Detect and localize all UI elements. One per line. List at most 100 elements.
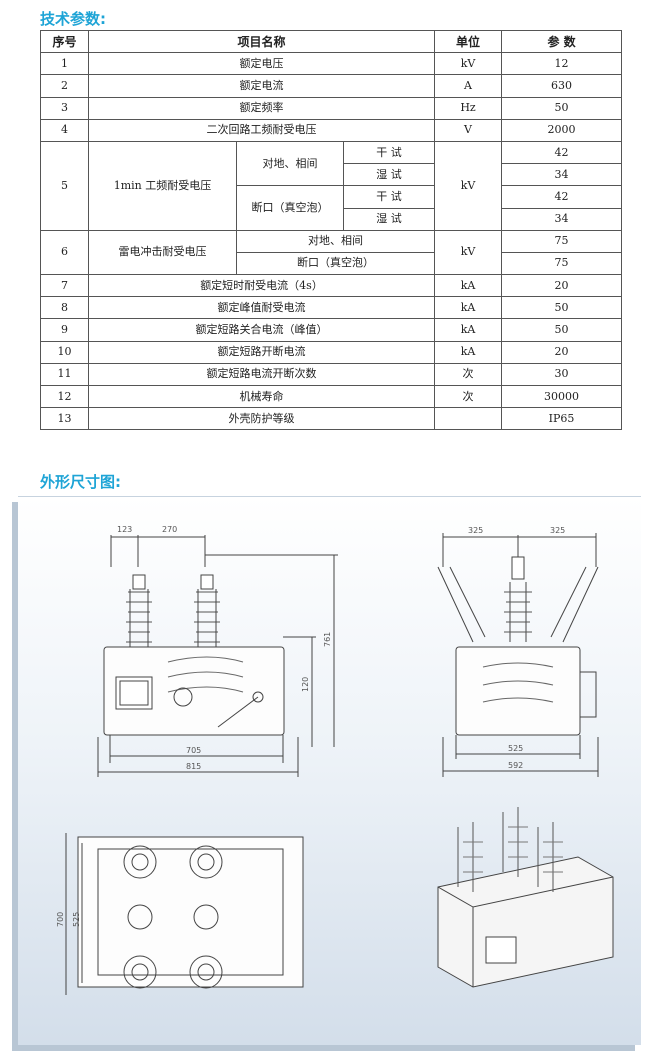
cell-unit: V: [434, 118, 503, 142]
front-view-drawing: [97, 535, 338, 777]
cell-unit: A: [434, 74, 503, 98]
dim-label: 270: [162, 525, 177, 534]
table-header-row: 序号 项目名称 单位 参 数: [40, 29, 623, 54]
cell-unit: Hz: [434, 96, 503, 120]
cell-name: 二次回路工频耐受电压: [87, 118, 436, 142]
cell-value: 34: [501, 207, 623, 231]
cell-name: 额定短路关合电流（峰值）: [87, 318, 436, 342]
table-row: 1 额定电压 kV 12: [40, 52, 623, 76]
cell-subitem: 对地、相间: [236, 140, 344, 187]
cell-name: 雷电冲击耐受电压: [88, 229, 237, 276]
cell-value: 20: [501, 340, 623, 364]
cell-value: IP65: [501, 407, 623, 431]
table-row: 断口（真空泡） 75: [41, 251, 623, 276]
cell-name: 额定电压: [87, 52, 436, 76]
dim-label: 705: [186, 746, 201, 755]
cell-value: 30000: [501, 384, 623, 409]
dim-label: 325: [468, 526, 483, 535]
cell-test: 湿 试: [342, 163, 436, 187]
table-row: 11 额定短路电流开断次数 次 30: [40, 362, 623, 387]
cell-test: 干 试: [342, 140, 436, 165]
cell-no: 12: [40, 384, 89, 409]
cell-no: 4: [40, 118, 89, 142]
spec-table: 序号 项目名称 单位 参 数 1 额定电压 kV 12 2 额定电流 A 630…: [40, 29, 623, 431]
cell-unit: kV: [434, 140, 503, 231]
cell-value: 75: [501, 229, 623, 253]
cell-no: 2: [40, 74, 89, 98]
dim-label: 525: [508, 744, 523, 753]
cell-value: 20: [501, 274, 623, 298]
top-view-drawing: [65, 833, 304, 995]
table-row: 6 雷电冲击耐受电压 对地、相间 kV 75: [40, 229, 623, 276]
dim-label: 325: [550, 526, 565, 535]
dim-label: 592: [508, 761, 523, 770]
table-row: 13 外壳防护等级 IP65: [40, 407, 623, 431]
cell-name: 1min 工频耐受电压: [88, 140, 237, 231]
cell-value: 30: [501, 362, 623, 387]
cell-no: 3: [40, 96, 89, 120]
cell-name: 额定短路开断电流: [87, 340, 436, 364]
cell-no: 8: [40, 296, 89, 320]
dim-label: 123: [117, 525, 132, 534]
cell-value: 50: [501, 318, 623, 342]
cell-value: 42: [501, 140, 623, 165]
table-row: 3 额定频率 Hz 50: [40, 96, 623, 120]
cell-no: 9: [40, 318, 89, 342]
dimension-drawings: 123 270 705 815 120 761 325 325 525 592 …: [56, 525, 614, 995]
cell-value: 75: [501, 251, 623, 276]
table-row: 4 二次回路工频耐受电压 V 2000: [40, 118, 623, 142]
cell-unit: kA: [434, 274, 503, 298]
cell-unit: kA: [434, 340, 503, 364]
cell-value: 42: [501, 185, 623, 209]
cell-value: 50: [501, 96, 623, 120]
cell-unit: 次: [434, 384, 503, 409]
header-name: 项目名称: [87, 29, 436, 54]
cell-unit: kA: [434, 318, 503, 342]
dim-label: 815: [186, 762, 201, 771]
cell-unit: [434, 407, 503, 431]
spec-section-title: 技术参数:: [40, 10, 106, 28]
dimension-drawing-panel: 123 270 705 815 120 761 325 325 525 592 …: [18, 496, 641, 1045]
cell-name: 额定短路电流开断次数: [87, 362, 436, 387]
header-unit: 单位: [434, 29, 503, 54]
side-view-drawing: [437, 533, 599, 777]
cell-no: 7: [40, 274, 89, 298]
cell-test: 湿 试: [342, 207, 436, 231]
cell-no: 11: [40, 362, 89, 387]
table-row: 7 额定短时耐受电流（4s） kA 20: [40, 274, 623, 298]
figure-section-title: 外形尺寸图:: [40, 473, 121, 491]
dim-label: 700: [56, 912, 65, 927]
cell-value: 50: [501, 296, 623, 320]
dim-label: 120: [301, 677, 310, 692]
cell-name: 额定频率: [87, 96, 436, 120]
cell-name: 额定短时耐受电流（4s）: [87, 274, 436, 298]
cell-unit: kV: [434, 52, 503, 76]
cell-test: 干 试: [342, 185, 436, 209]
cell-value: 630: [501, 74, 623, 98]
table-row: 8 额定峰值耐受电流 kA 50: [40, 296, 623, 320]
isometric-view-drawing: [437, 807, 614, 988]
cell-unit: kV: [434, 229, 503, 276]
cell-value: 12: [501, 52, 623, 76]
header-value: 参 数: [501, 29, 623, 54]
dim-label: 525: [72, 912, 81, 927]
dim-label: 761: [323, 632, 332, 647]
cell-no: 5: [40, 140, 89, 231]
cell-subitem: 对地、相间: [235, 229, 436, 253]
cell-name: 外壳防护等级: [87, 407, 436, 431]
cell-unit: 次: [434, 362, 503, 387]
table-row: 5 1min 工频耐受电压 对地、相间 干 试 kV 42: [40, 140, 623, 231]
cell-no: 13: [40, 407, 89, 431]
table-row: 10 额定短路开断电流 kA 20: [40, 340, 623, 364]
cell-no: 1: [40, 52, 89, 76]
header-no: 序号: [40, 29, 89, 54]
cell-name: 额定电流: [87, 74, 436, 98]
cell-no: 10: [40, 340, 89, 364]
cell-subitem: 断口（真空泡）: [235, 251, 436, 276]
cell-no: 6: [40, 229, 89, 276]
cell-value: 2000: [501, 118, 623, 142]
cell-subitem: 断口（真空泡）: [236, 185, 344, 231]
cell-value: 34: [501, 163, 623, 187]
table-row: 断口（真空泡） 干 试 42: [41, 185, 623, 231]
cell-unit: kA: [434, 296, 503, 320]
